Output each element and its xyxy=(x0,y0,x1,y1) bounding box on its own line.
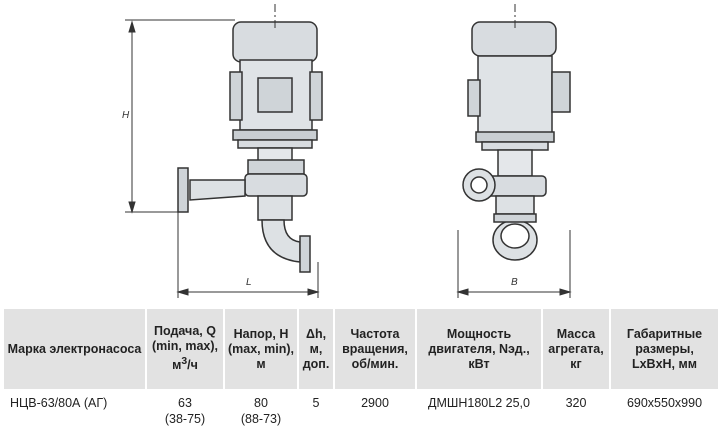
pump-drawing: H L B xyxy=(122,4,572,298)
cell-brand: НЦВ-63/80А (АГ) xyxy=(10,396,108,410)
table-header-row: Марка электронасоса Подача, Q (min, max)… xyxy=(4,309,718,389)
header-brand: Марка электронасоса xyxy=(4,309,146,389)
cell-flow-value: 63 xyxy=(178,396,192,410)
header-dims: Габаритные размеры, LxBxH, мм xyxy=(609,309,718,389)
cell-flow: 63 (38-75) xyxy=(145,389,224,433)
spec-table: Марка электронасоса Подача, Q (min, max)… xyxy=(4,309,718,433)
cell-head-range: (88-73) xyxy=(240,412,282,426)
header-speed: Частота вращения, об/мин. xyxy=(333,309,416,389)
header-flow-tail: /ч xyxy=(187,358,198,373)
cell-dims: 690х550х990 xyxy=(609,389,718,433)
cell-power: ДМШН180L2 25,0 xyxy=(415,389,542,433)
cell-head: 80 (88-73) xyxy=(223,389,298,433)
header-flow: Подача, Q (min, max), м3/ч xyxy=(145,309,224,389)
cell-flow-range: (38-75) xyxy=(164,412,206,426)
dim-length-label: L xyxy=(246,277,252,288)
header-dh: Δh, м, доп. xyxy=(297,309,334,389)
header-flow-text: Подача, Q (min, max), м xyxy=(152,324,218,373)
cell-dh: 5 xyxy=(297,389,334,433)
cell-mass: 320 xyxy=(541,389,610,433)
dim-height-label: H xyxy=(122,110,130,121)
header-flow-sup: 3 xyxy=(181,356,188,368)
dim-width-label: B xyxy=(511,277,518,288)
front-view xyxy=(177,21,323,273)
header-mass: Масса агрегата, кг xyxy=(541,309,610,389)
table-row: НЦВ-63/80А (АГ) 63 (38-75) 80 (88-73) 5 … xyxy=(4,389,718,433)
cell-speed: 2900 xyxy=(333,389,416,433)
cell-head-value: 80 xyxy=(254,396,268,410)
side-view xyxy=(462,21,571,261)
header-power: Мощность двигателя, Nэд., кВт xyxy=(415,309,542,389)
header-head: Напор, H (max, min), м xyxy=(223,309,298,389)
